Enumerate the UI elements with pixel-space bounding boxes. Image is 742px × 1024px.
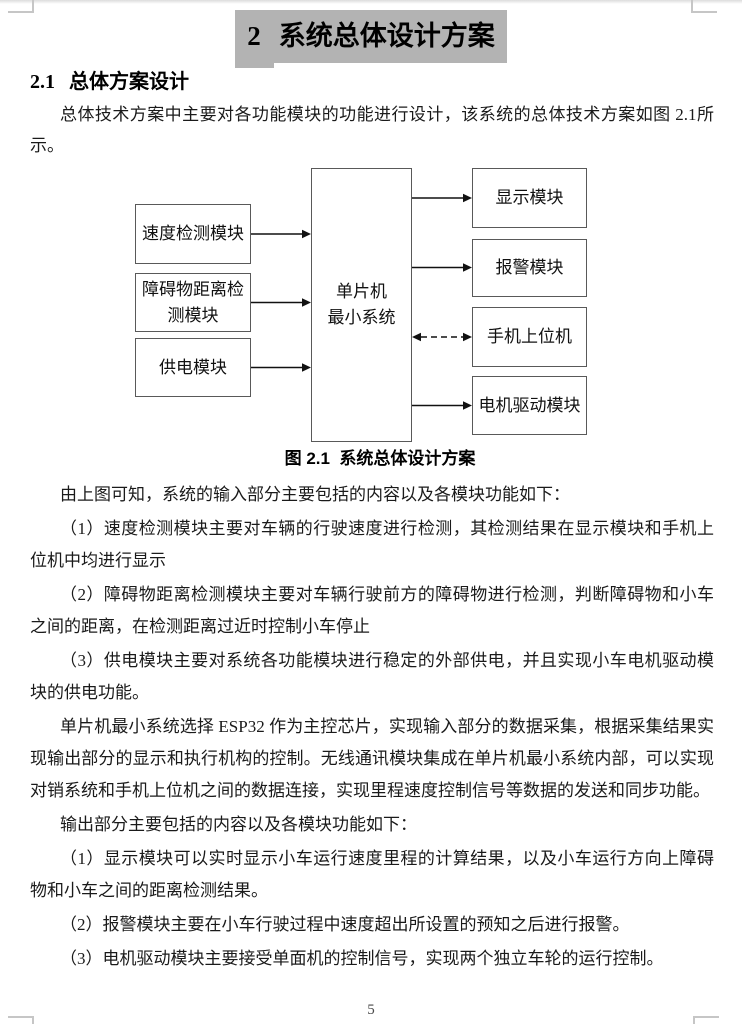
page-top-edge bbox=[0, 0, 742, 4]
margin-mark-bottom-left bbox=[8, 1016, 34, 1024]
chapter-number: 2 bbox=[247, 21, 261, 51]
figure-caption: 图 2.1 系统总体设计方案 bbox=[284, 449, 476, 468]
diagram-box-power-supply: 供电模块 bbox=[135, 338, 251, 397]
margin-mark-top-left bbox=[8, 0, 34, 13]
figure-2-1-diagram: 速度检测模块 障碍物距离检 测模块 供电模块 单片机 最小系统 显示模块 报警模… bbox=[120, 160, 640, 443]
title-highlight-tab bbox=[235, 63, 275, 68]
arrowhead-mcu-to-motor bbox=[463, 401, 472, 410]
diagram-box-motor-drive: 电机驱动模块 bbox=[472, 376, 587, 435]
intro-paragraph: 总体技术方案中主要对各功能模块的功能进行设计，该系统的总体技术方案如图 2.1所… bbox=[30, 105, 714, 155]
section-heading: 2.1 总体方案设计 bbox=[30, 67, 189, 97]
arrowhead-obstacle-to-mcu bbox=[302, 298, 311, 307]
chapter-title: 2 系统总体设计方案 bbox=[235, 10, 507, 68]
diagram-box-alarm-module: 报警模块 bbox=[472, 239, 587, 297]
margin-mark-top-right bbox=[691, 0, 717, 13]
arrowhead-mcu-to-phone bbox=[463, 332, 472, 342]
page-number: 5 bbox=[367, 1002, 375, 1018]
section-heading-text: 总体方案设计 bbox=[69, 71, 189, 93]
paragraph-input-item-3: （3）供电模块主要对系统各功能模块进行稳定的外部供电，并且实现小车电机驱动模块的… bbox=[30, 651, 714, 702]
paragraph-output-item-2: （2）报警模块主要在小车行驶过程中速度超出所设置的预知之后进行报警。 bbox=[60, 915, 630, 934]
diagram-box-speed-detection: 速度检测模块 bbox=[135, 204, 251, 264]
chapter-title-row: 2 系统总体设计方案 bbox=[0, 10, 742, 68]
arrowhead-phone-to-mcu bbox=[412, 332, 421, 342]
body-text: 由上图可知，系统的输入部分主要包括的内容以及各模块功能如下： （1）速度检测模块… bbox=[30, 479, 714, 977]
diagram-box-obstacle-distance-detection: 障碍物距离检 测模块 bbox=[135, 273, 251, 332]
paragraph-input-intro: 由上图可知，系统的输入部分主要包括的内容以及各模块功能如下： bbox=[60, 485, 570, 504]
chapter-title-text: 系统总体设计方案 bbox=[278, 21, 495, 51]
margin-mark-bottom-right bbox=[693, 1016, 719, 1024]
arrowhead-mcu-to-alarm bbox=[463, 263, 472, 272]
diagram-box-display-module: 显示模块 bbox=[472, 168, 587, 228]
paragraph-input-item-1: （1）速度检测模块主要对车辆的行驶速度进行检测，其检测结果在显示模块和手机上位机… bbox=[30, 519, 714, 570]
section-number: 2.1 bbox=[30, 71, 55, 93]
paragraph-input-item-2: （2）障碍物距离检测模块主要对车辆行驶前方的障碍物进行检测，判断障碍物和小车之间… bbox=[30, 585, 714, 636]
paragraph-output-item-3: （3）电机驱动模块主要接受单面机的控制信号，实现两个独立车轮的运行控制。 bbox=[60, 949, 664, 968]
paragraph-mcu-esp32: 单片机最小系统选择 ESP32 作为主控芯片，实现输入部分的数据采集，根据采集结… bbox=[30, 717, 714, 800]
diagram-box-phone-host: 手机上位机 bbox=[472, 307, 587, 367]
arrowhead-mcu-to-display bbox=[463, 193, 472, 203]
paragraph-output-item-1: （1）显示模块可以实时显示小车运行速度里程的计算结果，以及小车运行方向上障碍物和… bbox=[30, 849, 714, 900]
arrowhead-power-to-mcu bbox=[302, 363, 311, 372]
arrowhead-speed-to-mcu bbox=[302, 229, 311, 239]
paragraph-output-intro: 输出部分主要包括的内容以及各模块功能如下： bbox=[60, 815, 417, 834]
diagram-box-mcu-minimal-system: 单片机 最小系统 bbox=[311, 168, 412, 442]
